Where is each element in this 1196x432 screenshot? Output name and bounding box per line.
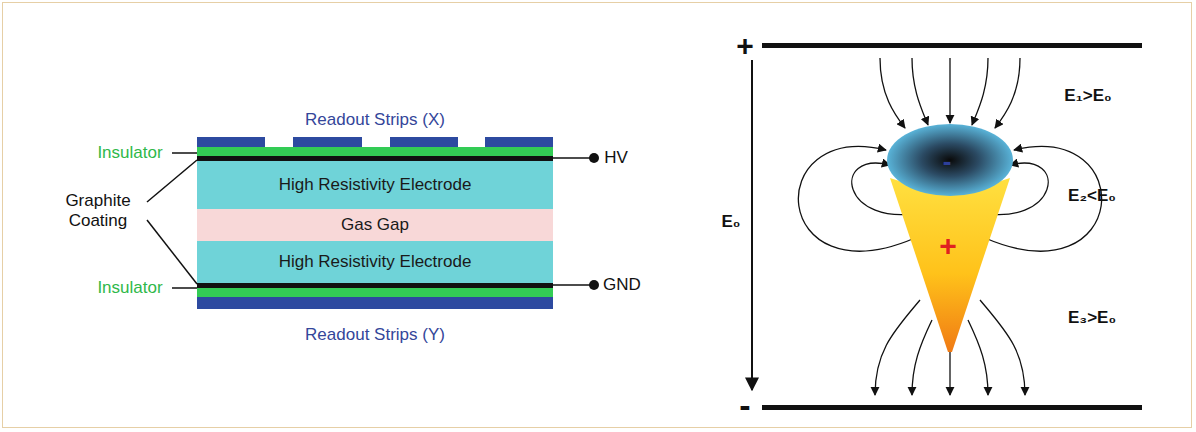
- field-plates: [752, 43, 1142, 410]
- band-label: High Resistivity Electrode: [279, 175, 472, 195]
- polarity-sign: -: [739, 385, 750, 426]
- terminal-label: HV: [604, 148, 628, 168]
- field-lines: [798, 58, 1101, 395]
- field-label: E₃>E₀: [1068, 308, 1116, 328]
- field-label: E₀: [721, 212, 740, 232]
- leader-lines: [147, 153, 592, 288]
- terminal: [589, 153, 599, 163]
- strip-label: Readout Strips (Y): [305, 325, 445, 345]
- band-label: High Resistivity Electrode: [279, 252, 472, 272]
- electrode-band: High Resistivity Electrode: [197, 241, 553, 283]
- field-label: E₁>E₀: [1064, 86, 1111, 106]
- charge-sign: +: [939, 228, 957, 264]
- gas-gap-band: Gas Gap: [197, 209, 553, 241]
- band-label: Gas Gap: [341, 215, 409, 235]
- electrode-band: High Resistivity Electrode: [197, 161, 553, 209]
- electron-cloud: [887, 124, 1013, 196]
- insulator-label: Insulator: [97, 278, 162, 298]
- polarity-sign: +: [736, 28, 754, 64]
- charge-sign: -: [943, 146, 952, 177]
- field-label: E₂<E₀: [1068, 186, 1116, 206]
- positive-ion-cone: [890, 178, 1010, 352]
- strip-label: Readout Strips (X): [305, 110, 445, 130]
- rpc-stack: [197, 137, 553, 309]
- terminal-label: GND: [603, 275, 641, 295]
- insulator-label: Insulator: [97, 143, 162, 163]
- terminal: [589, 280, 599, 290]
- coating-label: Graphite Coating: [48, 191, 148, 232]
